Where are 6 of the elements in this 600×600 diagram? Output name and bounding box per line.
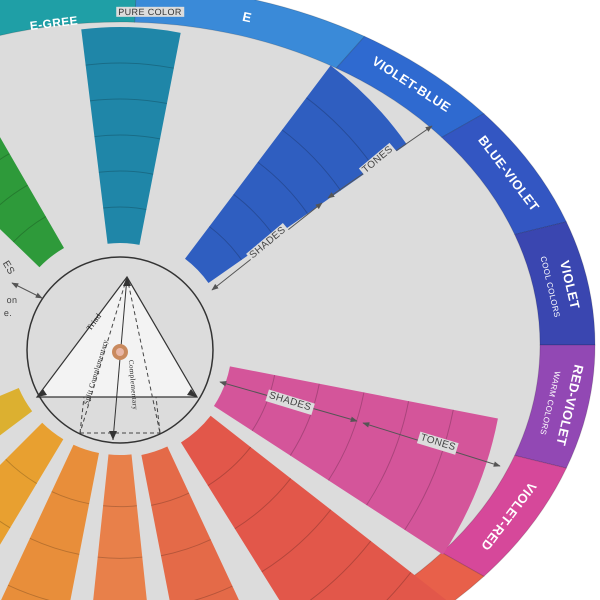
wheel-label: ES: [0, 258, 18, 279]
wheel-label: on: [6, 294, 18, 306]
wheel-label: e.: [2, 308, 14, 318]
wheel-label: E: [240, 8, 254, 26]
wheel-label: PURE COLOR: [116, 6, 184, 18]
wheel-label: E-GREE: [28, 14, 80, 34]
